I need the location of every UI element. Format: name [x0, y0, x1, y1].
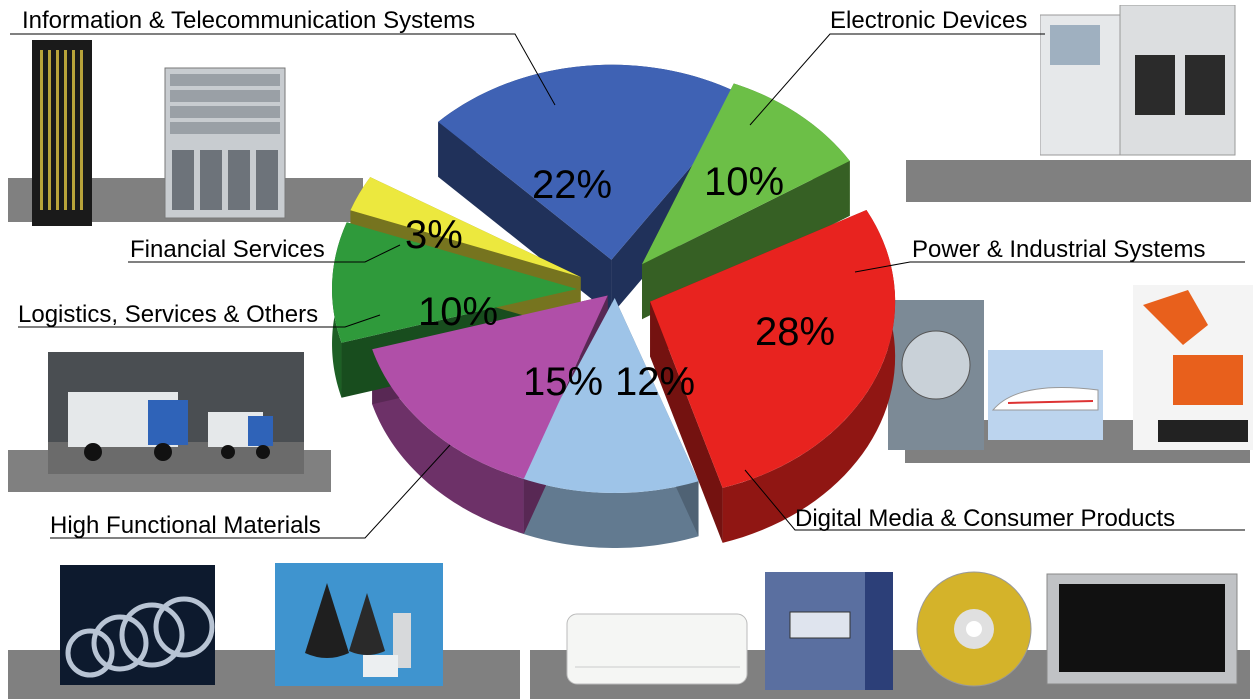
label-power: Power & Industrial Systems — [912, 236, 1206, 263]
cones-image — [275, 563, 443, 686]
pie-wall-info-tel-0 — [438, 121, 612, 315]
pct-label-electronic: 10% — [704, 160, 785, 204]
aircon-image — [566, 613, 748, 685]
leader-line-digital — [744, 469, 1245, 531]
pie-slice-electronic — [641, 83, 850, 265]
pie-wall-power-1 — [650, 301, 723, 543]
pct-label-financial: 3% — [405, 213, 463, 257]
dvd-case-image — [765, 572, 893, 690]
pie-slice-digital — [518, 297, 699, 493]
pie-side-digital — [518, 477, 699, 548]
pie-slice-materials — [372, 295, 608, 479]
pie-side-power — [722, 210, 896, 543]
leader-line-electronic — [749, 33, 1045, 126]
label-materials: High Functional Materials — [50, 512, 321, 539]
pie-slice-financial — [350, 177, 581, 277]
dvd-disc-image — [916, 571, 1032, 687]
wheels-image — [60, 565, 215, 685]
label-logistics: Logistics, Services & Others — [18, 301, 319, 328]
label-electronic: Electronic Devices — [830, 7, 1028, 34]
leader-line-logistics — [18, 314, 381, 328]
turbine-train-excavator-image — [888, 285, 1253, 450]
tv-image — [1046, 573, 1238, 685]
shelf-electronic — [906, 160, 1251, 202]
pct-label-materials: 15% — [523, 360, 604, 404]
pie-slice-info-tel — [438, 64, 750, 260]
label-financial: Financial Services — [130, 236, 325, 263]
pct-label-digital: 12% — [615, 360, 696, 404]
pie-side-materials — [372, 349, 524, 534]
leader-line-power — [854, 261, 1245, 273]
leader-line-info-tel — [10, 33, 556, 106]
pct-label-info-tel: 22% — [532, 163, 613, 207]
pie-wall-electronic-1 — [641, 160, 850, 320]
label-info-tel: Information & Telecommunication Systems — [22, 7, 476, 34]
leader-line-financial — [128, 244, 401, 263]
trucks-image — [48, 352, 304, 474]
server-racks-image — [32, 40, 286, 226]
pct-label-logistics: 10% — [418, 290, 499, 334]
pie-slice-logistics — [332, 222, 578, 343]
test-equipment-image — [1040, 5, 1236, 156]
leader-line-materials — [50, 444, 451, 539]
pct-label-power: 28% — [755, 310, 836, 354]
pie-slice-power — [650, 210, 896, 488]
label-digital: Digital Media & Consumer Products — [795, 505, 1176, 532]
